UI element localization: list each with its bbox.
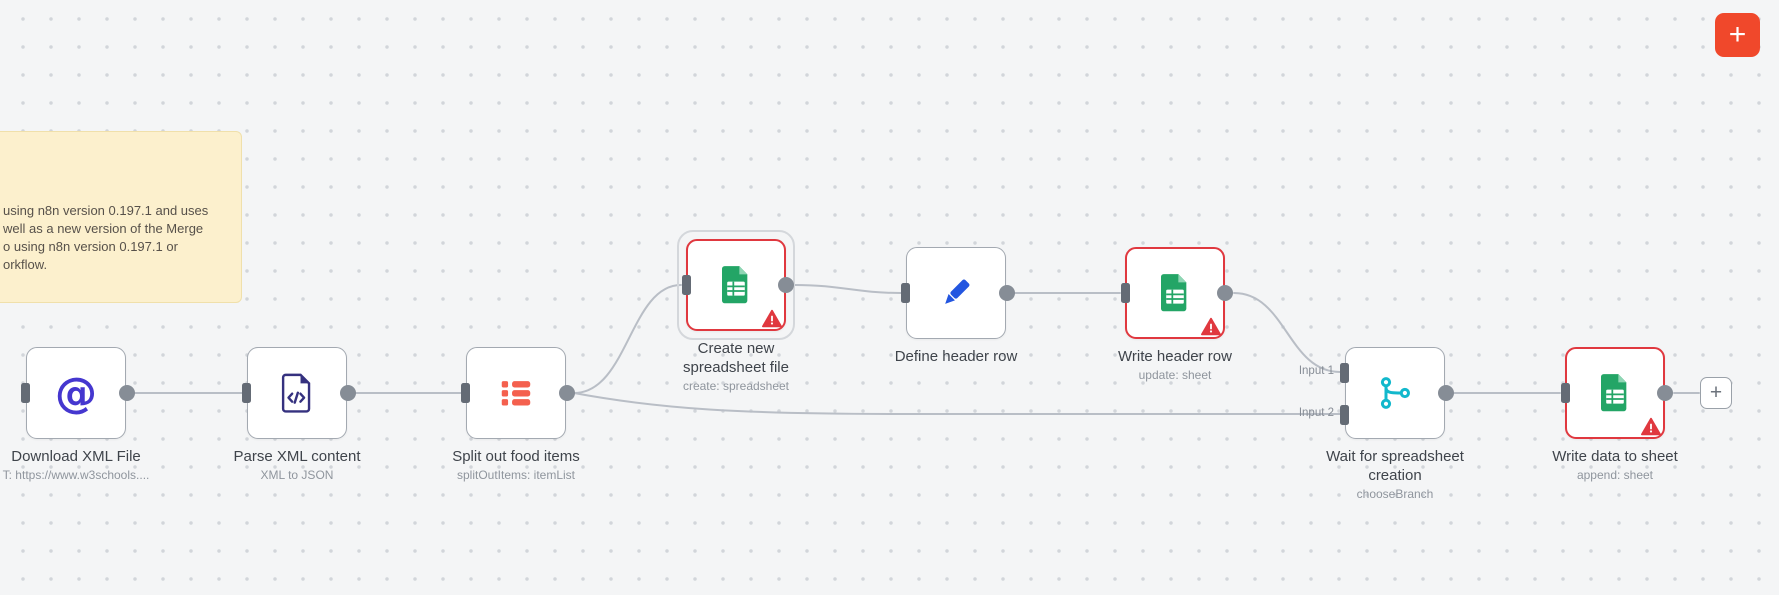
node-box[interactable] xyxy=(1340,347,1454,439)
sticky-line: using n8n version 0.197.1 and uses xyxy=(3,203,209,218)
sticky-line: orkflow. xyxy=(3,257,48,272)
input-port[interactable] xyxy=(1561,383,1570,403)
google-sheets-icon xyxy=(1601,374,1627,412)
output-port[interactable] xyxy=(340,385,356,401)
node-create-new-spreadsheet-file[interactable]: Create new spreadsheet file create: spre… xyxy=(677,230,795,393)
warning-icon xyxy=(762,309,782,328)
merge-input-1-label: Input 1 xyxy=(1298,365,1334,377)
output-port[interactable] xyxy=(119,385,135,401)
input-port-1[interactable] xyxy=(1340,363,1349,383)
connection[interactable] xyxy=(573,284,682,394)
output-port[interactable] xyxy=(999,285,1015,301)
output-port[interactable] xyxy=(1217,285,1233,301)
node-wait-for-spreadsheet-creation[interactable]: Wait for spreadsheet creation chooseBran… xyxy=(1326,347,1464,501)
input-port[interactable] xyxy=(901,283,910,303)
xml-file-icon xyxy=(281,373,311,413)
input-port[interactable] xyxy=(682,275,691,295)
output-port[interactable] xyxy=(559,385,575,401)
sticky-line: well as a new version of the Merge xyxy=(3,221,204,236)
node-box[interactable] xyxy=(1121,247,1233,339)
connection[interactable] xyxy=(573,392,1341,415)
node-box[interactable] xyxy=(242,347,356,439)
connection[interactable] xyxy=(794,284,902,294)
split-list-icon xyxy=(501,381,531,406)
node-box[interactable] xyxy=(682,239,794,331)
add-next-node-button[interactable]: + xyxy=(1700,377,1732,409)
node-box[interactable]: @ xyxy=(21,347,135,439)
node-write-data-to-sheet[interactable]: Write data to sheet append: sheet xyxy=(1552,347,1678,482)
warning-icon xyxy=(1201,317,1221,336)
node-box[interactable] xyxy=(461,347,575,439)
merge-input-2-label: Input 2 xyxy=(1298,407,1334,419)
sticky-line: o using n8n version 0.197.1 or xyxy=(3,239,178,254)
input-port[interactable] xyxy=(242,383,251,403)
connection[interactable] xyxy=(1233,292,1341,373)
input-port-2[interactable] xyxy=(1340,405,1349,425)
google-sheets-icon xyxy=(722,266,748,304)
node-parse-xml-content[interactable]: Parse XML content XML to JSON xyxy=(233,347,361,482)
input-port[interactable] xyxy=(21,383,30,403)
output-port[interactable] xyxy=(1438,385,1454,401)
node-split-out-food-items[interactable]: Split out food items splitOutItems: item… xyxy=(452,347,580,482)
input-port[interactable] xyxy=(1121,283,1130,303)
node-box[interactable] xyxy=(901,247,1015,339)
node-download-xml-file[interactable]: @ Download XML File T: https://www.w3sch… xyxy=(3,347,149,482)
google-sheets-icon xyxy=(1161,274,1187,312)
output-port[interactable] xyxy=(778,277,794,293)
node-box[interactable] xyxy=(1561,347,1673,439)
node-define-header-row[interactable]: Define header row xyxy=(895,247,1017,365)
pencil-icon xyxy=(945,279,970,304)
warning-icon xyxy=(1641,417,1661,436)
merge-branch-icon xyxy=(1380,377,1411,409)
sticky-note-text: using n8n version 0.197.1 and uses well … xyxy=(0,132,241,274)
output-port[interactable] xyxy=(1657,385,1673,401)
add-node-button[interactable]: + xyxy=(1715,13,1760,57)
node-write-header-row[interactable]: Write header row update: sheet xyxy=(1118,247,1233,382)
at-icon: @ xyxy=(55,368,97,417)
input-port[interactable] xyxy=(461,383,470,403)
sticky-note[interactable]: using n8n version 0.197.1 and uses well … xyxy=(0,131,242,303)
